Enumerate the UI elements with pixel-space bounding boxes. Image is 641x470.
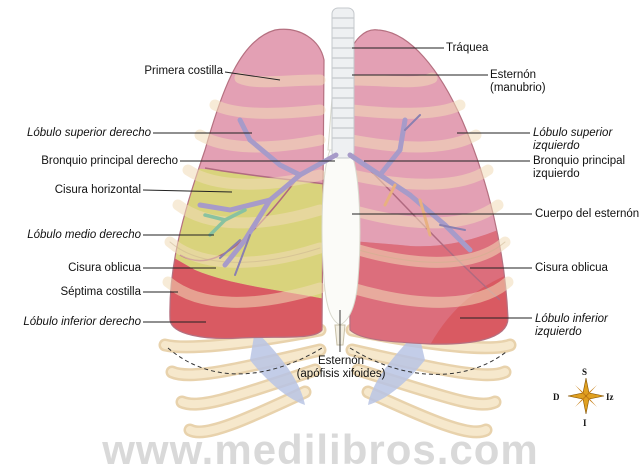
trachea (332, 8, 354, 158)
label-lobulo-inferior-derecho: Lóbulo inferior derecho (2, 316, 141, 329)
label-esternon-xifoides-sub: (apófisis xifoides) (280, 368, 402, 381)
compass-superior-label: S (582, 367, 587, 377)
label-cisura-oblicua-derecha: Cisura oblicua (20, 262, 141, 275)
label-septima-costilla: Séptima costilla (20, 286, 141, 299)
label-primera-costilla: Primera costilla (115, 65, 223, 78)
label-lobulo-superior-izquierdo-sub: izquierdo (533, 140, 580, 153)
label-lobulo-inferior-izquierdo-sub: izquierdo (535, 326, 582, 339)
label-traquea: Tráquea (446, 42, 488, 55)
compass-rose-icon (566, 376, 606, 416)
label-bronquio-principal-izquierdo-sub: izquierdo (533, 168, 580, 181)
label-cisura-horizontal: Cisura horizontal (20, 184, 141, 197)
label-bronquio-principal-izquierdo: Bronquio principal (533, 155, 625, 168)
label-cisura-oblicua-izquierda: Cisura oblicua (535, 262, 608, 275)
label-cuerpo-esternon: Cuerpo del esternón (535, 208, 639, 221)
label-lobulo-medio-derecho: Lóbulo medio derecho (2, 229, 141, 242)
label-bronquio-principal-derecho: Bronquio principal derecho (2, 155, 178, 168)
label-esternon-manubrio: Esternón (490, 69, 536, 82)
label-esternon-xifoides: Esternón (280, 355, 402, 368)
compass-left-label: Iz (606, 392, 614, 402)
compass-right-label: D (553, 392, 560, 402)
watermark: www.medilibros.com (0, 426, 641, 470)
label-lobulo-inferior-izquierdo: Lóbulo inferior (535, 313, 608, 326)
label-lobulo-superior-izquierdo: Lóbulo superior (533, 127, 612, 140)
label-esternon-manubrio-sub: (manubrio) (490, 82, 546, 95)
label-lobulo-superior-derecho: Lóbulo superior derecho (2, 127, 151, 140)
